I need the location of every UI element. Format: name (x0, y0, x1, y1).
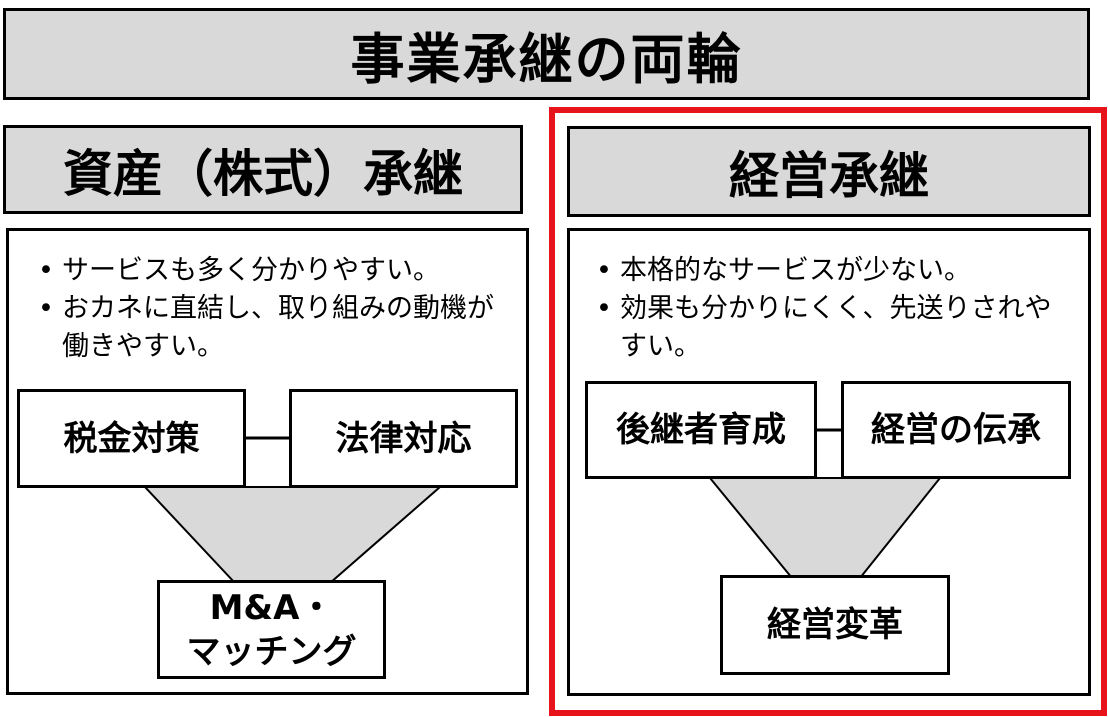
highlight-frame (549, 107, 1107, 716)
node-management-transmission: 経営の伝承 (841, 381, 1071, 479)
right-funnel-shape (707, 477, 943, 579)
bullet-item: • サービスも多く分かりやすい。 (34, 252, 514, 290)
left-funnel-shape (142, 486, 443, 584)
bullet-text: 本格的なサービスが少ない。 (620, 255, 971, 286)
bullet-dot: • (38, 293, 54, 324)
node-ma-line2: マッチング (186, 631, 357, 672)
bullet-item: • おカネに直結し、取り組みの動機が働きやすい。 (34, 290, 514, 366)
asset-succession-bullets: • サービスも多く分かりやすい。 • おカネに直結し、取り組みの動機が働きやすい。 (34, 252, 514, 366)
node-tax-measures: 税金対策 (17, 389, 246, 488)
bullet-dot: • (596, 255, 612, 286)
node-ma-matching: M&A・ マッチング (157, 580, 386, 679)
node-ma-line1: M&A・ (209, 587, 334, 628)
bullet-item: • 効果も分かりにくく、先送りされやすい。 (592, 290, 1072, 366)
main-title: 事業承継の両輪 (3, 8, 1090, 100)
bullet-dot: • (38, 255, 54, 286)
bullet-dot: • (596, 293, 612, 324)
node-management-reform: 経営変革 (720, 575, 950, 675)
bullet-text: 効果も分かりにくく、先送りされやすい。 (620, 293, 1052, 362)
management-succession-heading: 経営承継 (567, 126, 1091, 217)
bullet-item: • 本格的なサービスが少ない。 (592, 252, 1072, 290)
node-successor-development: 後継者育成 (585, 381, 817, 479)
bullet-text: サービスも多く分かりやすい。 (62, 255, 440, 286)
node-legal-response: 法律対応 (289, 389, 518, 488)
bullet-text: おカネに直結し、取り組みの動機が働きやすい。 (62, 293, 494, 362)
asset-succession-heading: 資産（株式）承継 (3, 125, 523, 214)
management-succession-bullets: • 本格的なサービスが少ない。 • 効果も分かりにくく、先送りされやすい。 (592, 252, 1072, 366)
